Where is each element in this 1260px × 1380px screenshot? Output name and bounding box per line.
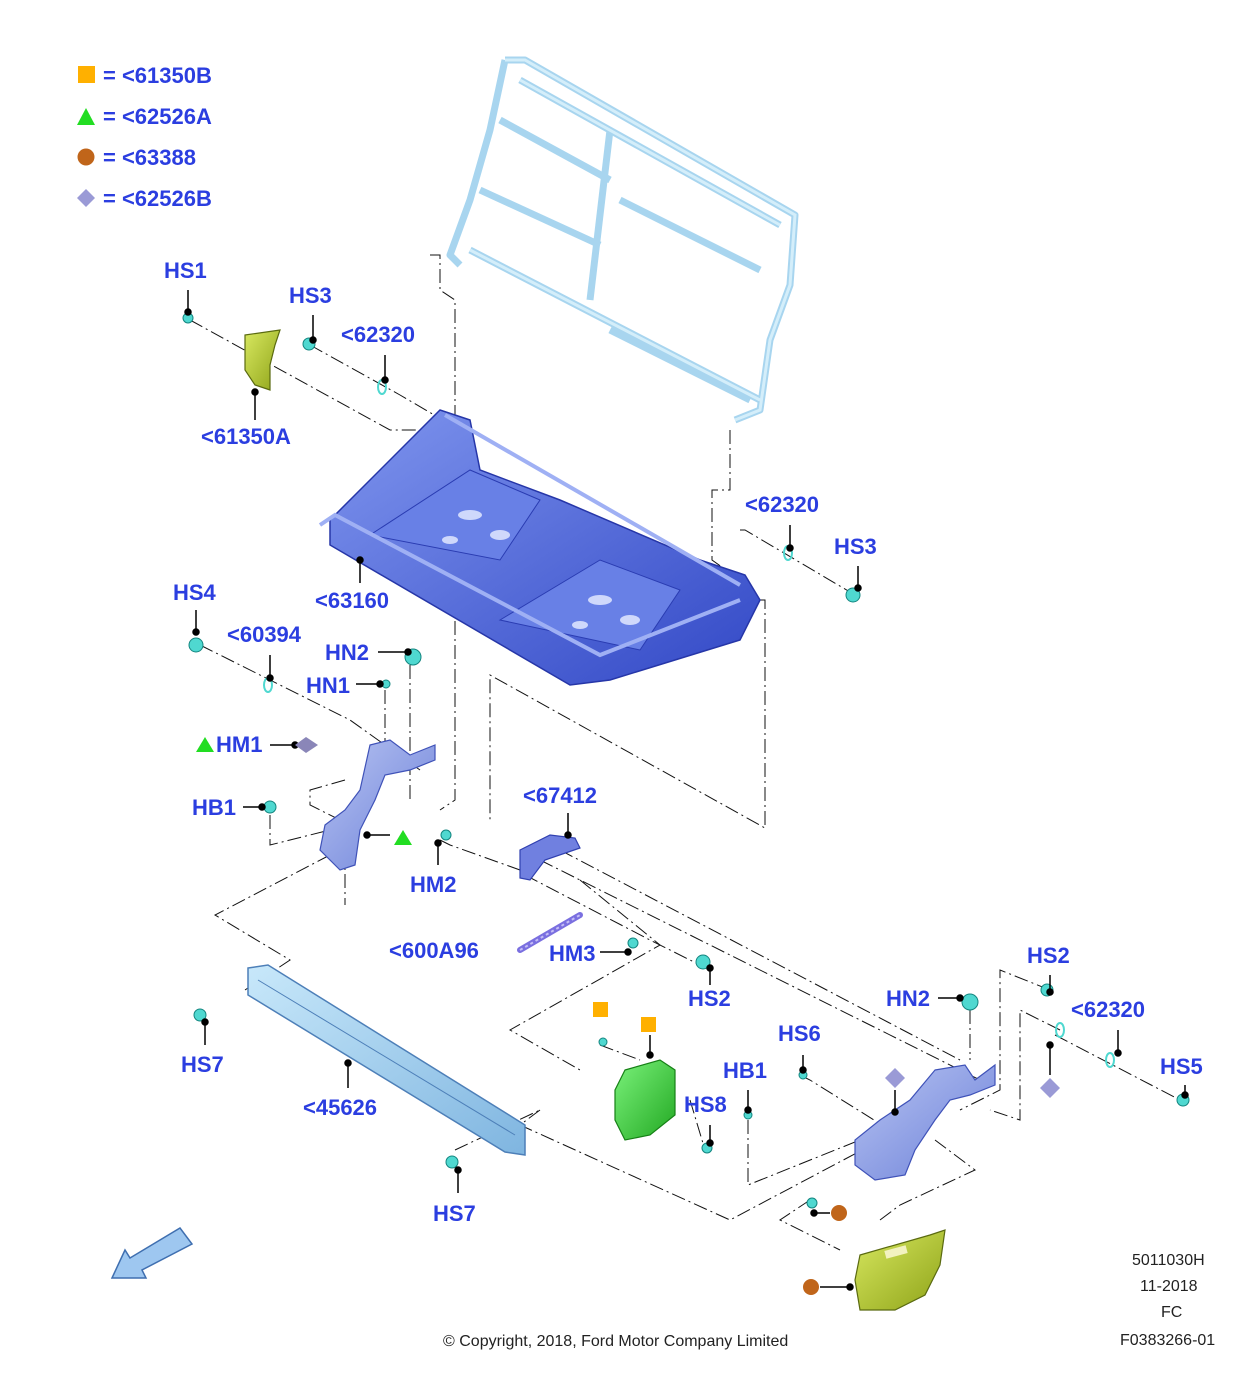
backrest-frame-inner — [469, 58, 797, 422]
assembly-lines — [189, 254, 1181, 1251]
legend-symbols — [77, 66, 95, 207]
callout-61350a[interactable]: <61350A — [201, 424, 291, 449]
diagram-symbols — [196, 737, 1060, 1295]
footer-copyright: © Copyright, 2018, Ford Motor Company Li… — [443, 1333, 789, 1350]
callout-hm2[interactable]: HM2 — [410, 872, 457, 897]
green-cover — [614, 1059, 676, 1141]
backrest-frame — [446, 56, 799, 424]
callout-62320-right[interactable]: <62320 — [1071, 997, 1146, 1022]
olive-cover — [854, 1229, 946, 1311]
legend-triangle-icon — [77, 108, 95, 125]
legend-text-62526a: = <62526A — [103, 104, 212, 129]
callout-hs3-right[interactable]: HS3 — [834, 534, 877, 559]
callout-hn2-left[interactable]: HN2 — [325, 640, 370, 665]
callout-hs2-right[interactable]: HS2 — [1027, 943, 1070, 968]
legend-text-61350b: = <61350B — [103, 63, 212, 88]
legend-diamond-icon — [77, 189, 95, 207]
left-hinge-bracket — [319, 739, 436, 871]
callout-hm3[interactable]: HM3 — [549, 941, 596, 966]
seat-cushion-frame — [318, 409, 761, 686]
callout-hs7-bottom[interactable]: HS7 — [433, 1201, 476, 1226]
callout-hs2-mid[interactable]: HS2 — [688, 986, 731, 1011]
callout-62320-mid[interactable]: <62320 — [745, 492, 820, 517]
callout-45626[interactable]: <45626 — [303, 1095, 378, 1120]
callout-hs5[interactable]: HS5 — [1160, 1054, 1203, 1079]
callout-hn2-right[interactable]: HN2 — [886, 986, 931, 1011]
footer-code: 5011030H — [1132, 1252, 1205, 1269]
left-upper-bracket — [244, 329, 281, 391]
footer-figure-number: F0383266-01 — [1120, 1332, 1216, 1349]
callout-hn1[interactable]: HN1 — [306, 673, 351, 698]
callout-60394[interactable]: <60394 — [227, 622, 302, 647]
footer-date: 11-2018 — [1140, 1278, 1198, 1295]
callout-hb1-left[interactable]: HB1 — [192, 795, 237, 820]
callout-600a96[interactable]: <600A96 — [389, 938, 479, 963]
bracket-67412 — [519, 834, 581, 881]
callout-67412[interactable]: <67412 — [523, 783, 598, 808]
callout-63160[interactable]: <63160 — [315, 588, 390, 613]
fasteners — [182, 312, 1190, 1209]
leader-lines — [184, 290, 1189, 1291]
front-direction-arrow-icon — [110, 1227, 194, 1279]
right-hinge-bracket — [854, 1063, 996, 1181]
legend-text-62526b: = <62526B — [103, 186, 212, 211]
callout-hm1[interactable]: HM1 — [216, 732, 263, 757]
callout-62320-left[interactable]: <62320 — [341, 322, 416, 347]
callout-hs4[interactable]: HS4 — [173, 580, 216, 605]
callout-hs1[interactable]: HS1 — [164, 258, 207, 283]
callout-hs3-left[interactable]: HS3 — [289, 283, 332, 308]
legend-square-icon — [78, 66, 95, 83]
spring-600a96 — [517, 912, 583, 953]
callout-hs6[interactable]: HS6 — [778, 1021, 821, 1046]
callout-hs7-left[interactable]: HS7 — [181, 1052, 224, 1077]
callout-hs8[interactable]: HS8 — [684, 1092, 727, 1117]
rail-45626 — [247, 964, 526, 1156]
legend-text-63388: = <63388 — [103, 145, 196, 170]
legend-circle-icon — [77, 148, 95, 166]
footer-region: FC — [1161, 1304, 1183, 1321]
callout-hb1-right[interactable]: HB1 — [723, 1058, 768, 1083]
